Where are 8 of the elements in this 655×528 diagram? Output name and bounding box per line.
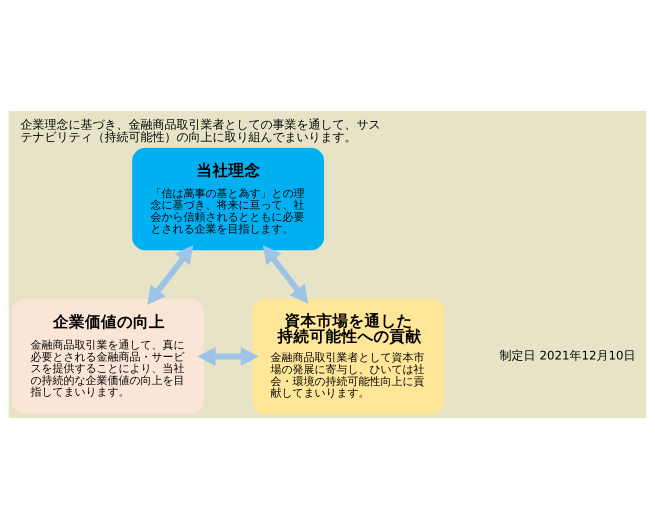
arrow [197,346,259,366]
diagram-title: 企業理念に基づき、金融商品取引業者としての事業を通して、サステナビリティ（持続可能性）の向上に取り組んでまいります。 [20,116,380,144]
node-box: 企業価値の向上 金融商品取引業を通して、真に必要とされる金融商品・サービスを提供することにより、当社の持続的な企業価値の向上を目指してまいります。 [12,298,204,414]
label: 制定日 2021年12月10日 [500,348,636,362]
node-box: 資本市場を通した持続可能性への貢献 金融商品取引業者として資本市場の発展に寄与し、ひいては社会・環境の持続可能性向上に貢献してまいります。 [252,298,444,414]
arrow [147,244,194,304]
arrow [262,244,308,304]
node-box: 当社理念 「信は萬事の基と為す」との理念に基づき、将来に亘って、社会から信頼されるとともに必要とされる企業を目指します。 [132,147,324,250]
